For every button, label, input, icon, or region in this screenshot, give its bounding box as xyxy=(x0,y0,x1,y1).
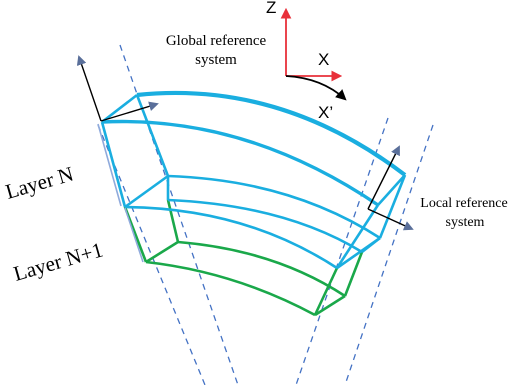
layer-n1-right-bottom-edge xyxy=(314,294,346,317)
layer-n-top-front-edge xyxy=(101,119,379,207)
layer-n1-right-front-edge xyxy=(313,267,339,316)
local-tangent-axis-left xyxy=(100,101,159,122)
layer-n1-back-bottom-edge xyxy=(177,240,346,298)
layer-n-right-lower-back-edge xyxy=(361,236,381,254)
local-axes-right xyxy=(367,145,414,231)
layer-n-right-front-edge xyxy=(335,204,380,269)
global-x-label: X xyxy=(318,50,329,69)
layer-n1-front-bottom-edge xyxy=(145,260,316,317)
layer-n-left-bottom-edge xyxy=(124,174,169,209)
local-axes-left xyxy=(76,55,159,122)
local-tangent-axis-right xyxy=(367,208,414,231)
layer-n-body xyxy=(100,90,407,270)
layer-n-top-back-edge xyxy=(136,90,407,177)
layer-n1-label: Layer N+1 xyxy=(11,237,106,285)
layer-n-bottom-front-edge xyxy=(124,205,338,270)
global-reference-title-line1: Global reference xyxy=(166,33,267,49)
layer-n1-left-bottom-edge xyxy=(145,240,179,264)
layer-n-left-back-edge xyxy=(135,94,170,177)
layer-n1-right-back-edge xyxy=(343,251,364,297)
global-axes xyxy=(280,7,347,101)
guide-line-right-outer xyxy=(344,124,434,385)
local-reference-title-line1: Local reference xyxy=(420,196,507,211)
layer-n1-top-back-edge xyxy=(167,198,363,254)
global-x-prime-arc xyxy=(285,75,347,101)
local-reference-title-line2: system xyxy=(446,215,485,230)
layer-n-right-top-edge xyxy=(377,174,406,206)
layer-n-left-top-edge xyxy=(101,93,138,124)
local-normal-axis-left xyxy=(76,55,102,122)
global-z-label: Z xyxy=(266,0,276,17)
global-reference-title-line2: system xyxy=(195,52,237,68)
global-x-prime-label: X’ xyxy=(318,103,333,122)
layer-n-left-front-edge xyxy=(100,121,127,208)
guide-line-right-inner xyxy=(295,117,389,385)
layer-n1-bracket xyxy=(124,207,144,263)
layer-n-bottom-back-edge xyxy=(167,174,381,240)
layer-n-right-back-edge xyxy=(378,174,407,239)
local-normal-axis-right xyxy=(367,145,400,210)
layer-n-bracket xyxy=(97,123,122,207)
layer-n1-left-back-edge xyxy=(166,199,180,243)
layer-brackets xyxy=(97,123,144,263)
layer-n-label: Layer N xyxy=(3,162,76,204)
